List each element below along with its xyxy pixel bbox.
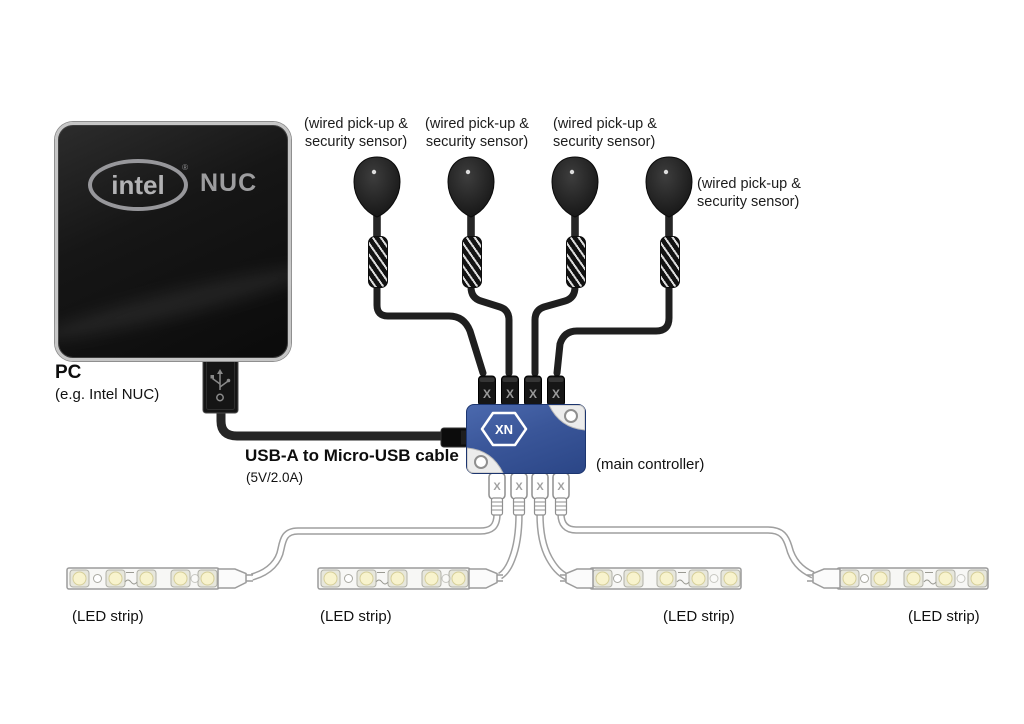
usb-cable bbox=[216, 411, 446, 441]
led-cable-4 bbox=[557, 513, 815, 579]
led-strip-1 bbox=[66, 567, 253, 590]
sensor-1 bbox=[353, 156, 401, 239]
led-strip-2 bbox=[317, 567, 503, 590]
sensor-led-dot bbox=[569, 169, 575, 175]
strip-wires bbox=[497, 574, 503, 582]
intel-logo-text: intel bbox=[111, 169, 165, 200]
strip-wires bbox=[246, 574, 253, 582]
pc-caption-title: PC bbox=[55, 362, 82, 383]
led-cable-1 bbox=[250, 513, 501, 581]
solder-pad bbox=[709, 574, 719, 583]
led-strip-label-2: (LED strip) bbox=[320, 608, 392, 625]
sensor-label-3: (wired pick-up & security sensor) bbox=[553, 116, 657, 150]
port-x-marking: X bbox=[493, 481, 501, 493]
sensor-cable-4 bbox=[553, 218, 673, 377]
sensor-bulb bbox=[645, 156, 693, 218]
top-port-4: X bbox=[547, 375, 565, 407]
sensor-coil-3 bbox=[566, 236, 586, 288]
solder-pad bbox=[956, 574, 966, 583]
strip-marking bbox=[375, 572, 389, 585]
led-chips bbox=[839, 569, 988, 588]
main-controller-caption: (main controller) bbox=[596, 456, 705, 473]
strip-connector bbox=[217, 568, 247, 589]
led-chips bbox=[69, 569, 218, 588]
micro-usb-plug bbox=[440, 427, 469, 448]
port-x-marking: X bbox=[483, 387, 491, 401]
led-strip-label-1: (LED strip) bbox=[72, 608, 144, 625]
led-strip-label-4: (LED strip) bbox=[908, 608, 980, 625]
sensor-coil-4 bbox=[660, 236, 680, 288]
top-port-3: X bbox=[524, 375, 542, 407]
main-controller-box: XN bbox=[466, 404, 586, 474]
sensor-bulb bbox=[447, 156, 495, 218]
strip-marking bbox=[923, 572, 937, 585]
strip-marking bbox=[124, 572, 138, 585]
bottom-port-2: X bbox=[510, 472, 528, 516]
usb-trident-icon bbox=[210, 369, 231, 402]
solder-pad bbox=[613, 574, 622, 583]
top-port-1: X bbox=[478, 375, 496, 407]
intel-logo: intel ® bbox=[88, 159, 188, 211]
strip-connector bbox=[812, 568, 841, 589]
bottom-port-3: X bbox=[531, 472, 549, 516]
strip-connector bbox=[468, 568, 498, 589]
screw-hole bbox=[474, 455, 488, 469]
nuc-reflection-streak bbox=[39, 256, 317, 350]
sensor-coil-1 bbox=[368, 236, 388, 288]
controller-bottom-ports: X X X X bbox=[488, 472, 570, 516]
strip-marking bbox=[676, 572, 690, 585]
solder-pad bbox=[93, 574, 102, 583]
sensor-cable-1 bbox=[373, 218, 487, 377]
solder-pad bbox=[860, 574, 869, 583]
port-x-marking: X bbox=[515, 481, 523, 493]
controller-logo-text: XN bbox=[495, 422, 513, 437]
port-x-marking: X bbox=[557, 481, 565, 493]
strip-connector bbox=[565, 568, 594, 589]
registered-mark: ® bbox=[182, 163, 188, 172]
port-x-marking: X bbox=[552, 387, 560, 401]
sensor-label-2: (wired pick-up & security sensor) bbox=[425, 116, 529, 150]
usb-cable-label: USB-A to Micro-USB cable bbox=[245, 446, 459, 465]
sensor-bulb bbox=[551, 156, 599, 218]
usb-a-connector bbox=[202, 356, 239, 414]
strip-wires bbox=[807, 574, 813, 582]
strip-wires bbox=[560, 574, 566, 582]
sensor-coil-2 bbox=[462, 236, 482, 288]
usb-cable-spec: (5V/2.0A) bbox=[246, 470, 304, 485]
sensor-led-dot bbox=[663, 169, 669, 175]
sensor-3 bbox=[551, 156, 599, 239]
led-cable-2 bbox=[497, 513, 523, 580]
bottom-port-1: X bbox=[488, 472, 506, 516]
led-strip-3 bbox=[560, 567, 742, 590]
sensor-label-4: (wired pick-up & security sensor) bbox=[697, 176, 801, 210]
controller-top-ports: X X X X bbox=[478, 375, 565, 407]
sensor-led-dot bbox=[371, 169, 377, 175]
screw-hole bbox=[564, 409, 578, 423]
nuc-model-label: NUC bbox=[200, 169, 258, 197]
sensor-cable-2 bbox=[467, 218, 513, 377]
sensor-label-1: (wired pick-up & security sensor) bbox=[304, 116, 408, 150]
sensor-cable-3 bbox=[531, 218, 579, 377]
xn-hexagon-icon: XN bbox=[480, 411, 528, 447]
bottom-port-4: X bbox=[552, 472, 570, 516]
port-x-marking: X bbox=[506, 387, 514, 401]
led-strip-label-3: (LED strip) bbox=[663, 608, 735, 625]
pc-nuc-box: intel ® NUC bbox=[39, 122, 317, 361]
top-port-2: X bbox=[501, 375, 519, 407]
controller-face: XN bbox=[467, 405, 585, 473]
sensor-2 bbox=[447, 156, 495, 239]
led-strip-4 bbox=[807, 567, 989, 590]
solder-pad bbox=[190, 574, 200, 583]
pc-caption-subtitle: (e.g. Intel NUC) bbox=[55, 386, 160, 403]
sensor-4 bbox=[645, 156, 693, 239]
led-chips bbox=[320, 569, 469, 588]
sensor-led-dot bbox=[465, 169, 471, 175]
solder-pad bbox=[441, 574, 451, 583]
port-x-marking: X bbox=[536, 481, 544, 493]
port-x-marking: X bbox=[529, 387, 537, 401]
sensor-bulb bbox=[353, 156, 401, 218]
solder-pad bbox=[344, 574, 353, 583]
led-cable-3 bbox=[536, 513, 569, 581]
